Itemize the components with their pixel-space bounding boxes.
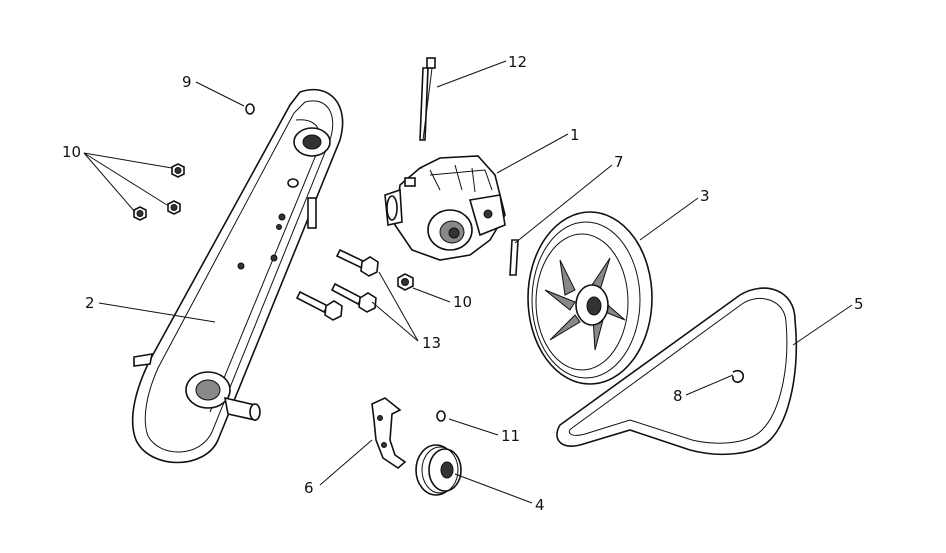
callout-10-middle: 10 (453, 293, 472, 311)
callout-3: 3 (700, 187, 710, 205)
callout-11: 11 (501, 427, 520, 445)
bolts-part-13 (295, 248, 379, 321)
callout-7: 7 (614, 153, 624, 171)
bracket-part-6 (371, 397, 407, 470)
nuts-part-10-left (133, 163, 185, 221)
small-pulley-part-4 (415, 444, 462, 496)
callout-9: 9 (182, 73, 192, 91)
leader-lines (83, 60, 853, 504)
clip-part-8 (732, 369, 745, 383)
ring-part-9 (245, 103, 255, 115)
callout-4: 4 (535, 496, 545, 514)
pulley-wheel-part-3 (527, 211, 653, 385)
callout-8: 8 (673, 387, 683, 405)
bolt-part-12 (419, 57, 436, 141)
callout-13: 13 (422, 334, 441, 352)
callout-2: 2 (85, 294, 95, 312)
callout-5: 5 (854, 295, 864, 313)
callout-1: 1 (570, 126, 580, 144)
callout-10-left: 10 (62, 143, 81, 161)
callout-12: 12 (508, 53, 527, 71)
nut-part-10-middle (397, 273, 414, 291)
callout-6: 6 (304, 479, 314, 497)
chain-case-part-2 (131, 88, 344, 464)
key-part-11 (436, 410, 446, 422)
transmission-part-1 (384, 155, 506, 261)
pin-part-7 (509, 239, 519, 276)
belt-part-5 (556, 287, 798, 456)
